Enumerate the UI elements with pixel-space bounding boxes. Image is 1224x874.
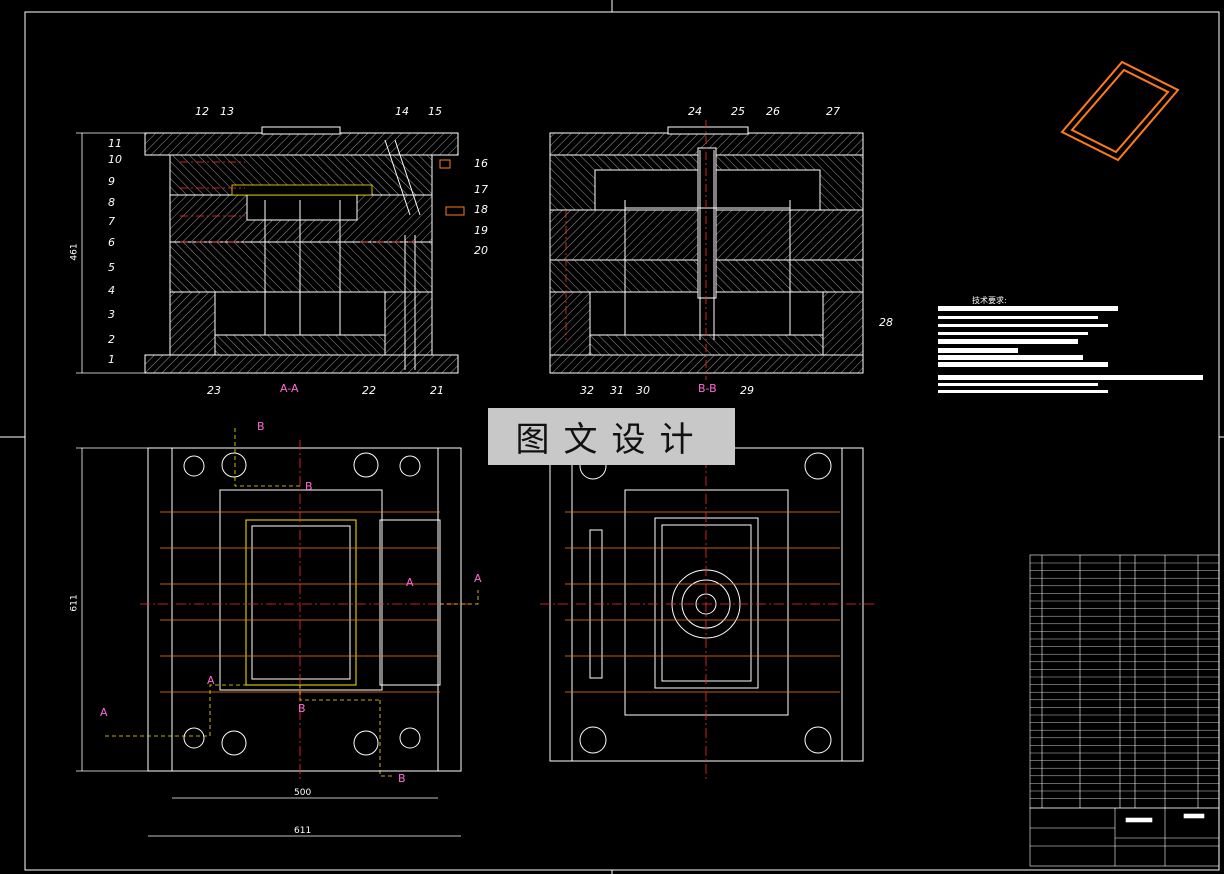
part-number-label: 4	[108, 284, 115, 297]
plan-left-centerlines	[140, 440, 470, 780]
cut-mark-a-3: A	[207, 674, 215, 687]
cut-mark-a-1: A	[100, 706, 108, 719]
part-number-label: 5	[108, 261, 115, 274]
section-a-a-view	[144, 126, 465, 374]
part-number-label: 20	[474, 244, 488, 257]
part-number-label: 7	[108, 215, 115, 228]
part-number-label: 9	[108, 175, 115, 188]
part-number-label: 26	[766, 105, 780, 118]
dim-height-label: 461	[69, 243, 80, 261]
dim-lines-plan	[76, 447, 461, 837]
part-number-label: 19	[474, 224, 488, 237]
part-number-label: 21	[430, 384, 444, 397]
cut-mark-b-3: B	[298, 702, 306, 715]
part-number-label: 18	[474, 203, 488, 216]
part-number-label: 29	[740, 384, 754, 397]
part-number-label: 6	[108, 236, 115, 249]
part-number-label: 27	[826, 105, 840, 118]
part-number-label: 15	[428, 105, 442, 118]
part-number-label: 22	[362, 384, 376, 397]
cut-mark-a-2: A	[474, 572, 482, 585]
part-number-label: 10	[108, 153, 122, 166]
part-number-label: 31	[610, 384, 624, 397]
cut-mark-b-2: B	[305, 480, 313, 493]
watermark-banner: 图文设计	[488, 408, 735, 465]
part-number-label: 2	[108, 333, 115, 346]
part-number-label: 13	[220, 105, 234, 118]
title-block	[1029, 807, 1220, 867]
dim-line-height	[76, 132, 145, 374]
bill-of-materials	[1029, 554, 1220, 809]
part-number-label: 32	[580, 384, 594, 397]
bom-rows	[1030, 562, 1219, 799]
part-number-label: 8	[108, 196, 115, 209]
plan-right-centerlines	[540, 440, 875, 780]
drawing-border	[24, 11, 1220, 871]
dim-width-bottom-label: 611	[294, 826, 312, 836]
part-number-label: 11	[108, 137, 122, 150]
part-number-label: 3	[108, 308, 115, 321]
product-isometric-view	[1060, 60, 1180, 162]
part-number-label: 1	[108, 353, 115, 366]
part-number-label: 16	[474, 157, 488, 170]
plan-right-bolt-rows	[565, 511, 840, 693]
plan-view-fixed-half	[549, 447, 864, 762]
part-number-label: 14	[395, 105, 409, 118]
part-number-label: 28	[879, 316, 893, 329]
part-number-label: 30	[636, 384, 650, 397]
section-title-b: B-B	[698, 382, 717, 395]
dim-width-top-label: 500	[294, 788, 312, 798]
part-number-label: 12	[195, 105, 209, 118]
technical-notes-title: 技术要求:	[972, 296, 1007, 305]
dim-height-plan-label: 611	[69, 594, 80, 612]
part-number-label: 17	[474, 183, 488, 196]
part-number-label: 23	[207, 384, 221, 397]
cut-mark-b-4: B	[398, 772, 406, 785]
cut-mark-a-4: A	[406, 576, 414, 589]
part-number-label: 25	[731, 105, 745, 118]
section-title-a: A-A	[280, 382, 299, 395]
part-number-label: 24	[688, 105, 702, 118]
cut-mark-b-1: B	[257, 420, 265, 433]
section-b-b-view	[549, 120, 864, 380]
plan-left-cut-lines	[105, 428, 479, 777]
technical-notes	[938, 306, 1203, 393]
plan-view-moving-half	[147, 447, 462, 772]
